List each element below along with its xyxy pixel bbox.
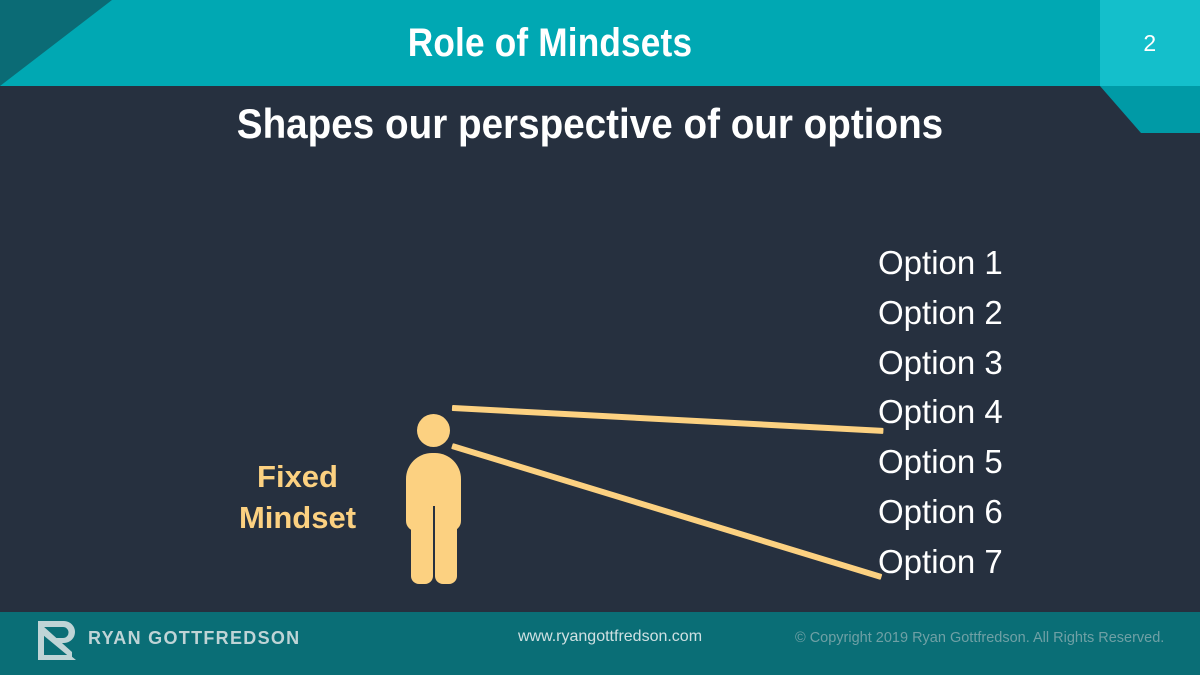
list-item: Option 1	[878, 244, 1003, 281]
rg-monogram-logo-icon	[36, 619, 78, 661]
list-item: Option 3	[878, 343, 1003, 381]
header-corner-accent-icon	[0, 0, 112, 86]
list-item: Option 6	[878, 492, 1003, 530]
mindset-label-line1: Fixed	[257, 459, 338, 494]
list-item: Option 2	[878, 293, 1003, 331]
sightline-upper	[451, 405, 884, 434]
page-number-block	[1100, 0, 1200, 86]
mindset-label-line2: Mindset	[238, 500, 357, 535]
footer-copyright: © Copyright 2019 Ryan Gottfredson. All R…	[795, 630, 1165, 646]
brand-name: RYAN GOTTFREDSON	[88, 628, 301, 648]
footer-website-url[interactable]: www.ryangottfredson.com	[517, 628, 703, 645]
mindset-label: Fixed Mindset	[210, 456, 385, 538]
footer-bar	[0, 612, 1200, 675]
list-item: Option 5	[878, 443, 1003, 481]
list-item: Option 7	[878, 542, 1003, 580]
slide-subtitle: Shapes our perspective of our options	[236, 100, 944, 147]
page-title: Role of Mindsets	[407, 21, 693, 65]
person-figure-icon	[393, 414, 475, 586]
page-number: 2	[1143, 30, 1157, 56]
person-head-icon	[417, 414, 450, 447]
person-leg-left-icon	[411, 502, 433, 584]
list-item: Option 4	[878, 393, 1003, 431]
options-list: Option 1 Option 2 Option 3 Option 4 Opti…	[878, 238, 1178, 587]
person-leg-gap	[433, 510, 435, 586]
header-bar	[0, 0, 1100, 86]
person-leg-right-icon	[435, 502, 457, 584]
sightline-lower	[451, 443, 883, 580]
